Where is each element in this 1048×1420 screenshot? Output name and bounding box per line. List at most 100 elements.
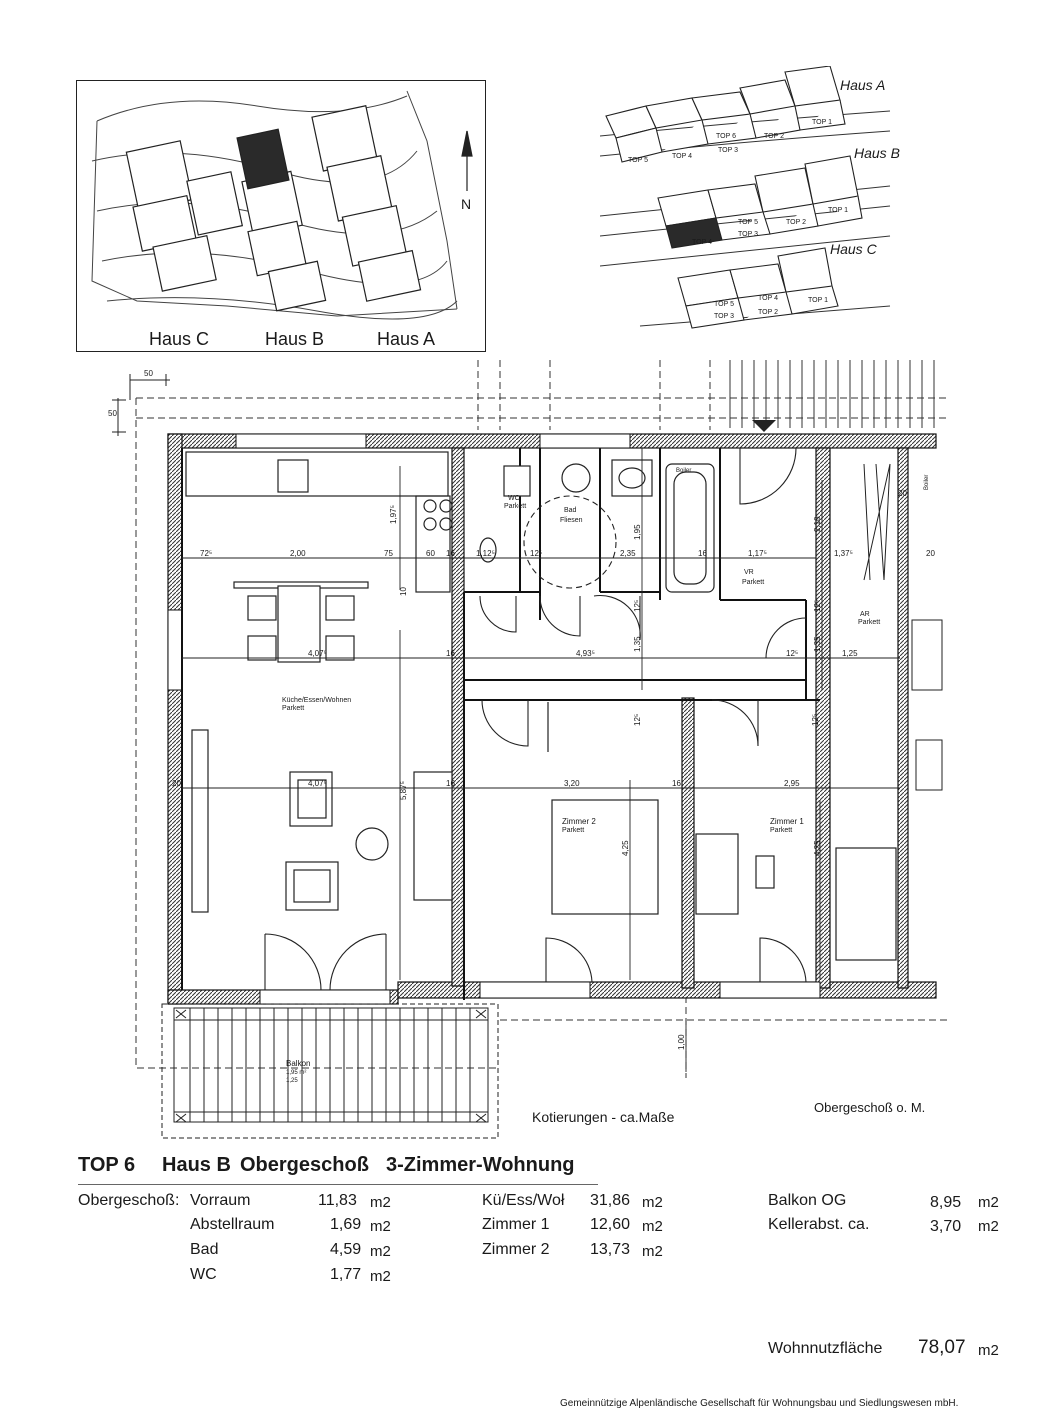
note-kotierungen: Kotierungen - ca.Maße [532,1109,675,1125]
heading-top: TOP 6 [78,1154,136,1176]
key-c-top5: TOP 5 [714,301,734,308]
room-bad-name: Bad [564,507,577,514]
apartment-heading: TOP 6 Haus B Obergeschoß 3-Zimmer-Wohnun… [78,1152,598,1185]
site-label-haus-b: Haus B [265,329,324,349]
area-col1-value-0: 11,83 [318,1192,357,1209]
area-col2-value-0: 31,86 [590,1192,631,1209]
area-col2-name-2: Zimmer 2 [482,1241,550,1258]
room-kueche-name: Küche/Essen/Wohnen [282,697,351,704]
dim-w-2: 2,35 [620,549,636,558]
dim-h-7: 12⁵ [813,600,822,612]
dim-h-0: 4,07⁵ [308,649,327,658]
dim-misc-1: 12⁵ [633,714,642,726]
floor-plan-drawing: 50 50 [108,360,948,1139]
site-plan: N Haus C Haus B Haus A [76,80,486,352]
area-col1-unit-3: m2 [370,1268,391,1285]
room-wc-name: WC [508,495,520,502]
dim-h-3: 12⁵ [786,649,798,658]
key-a-top3: TOP 3 [718,147,738,154]
dim-r-1: 5,87⁵ [399,781,408,800]
room-kueche-floor: Parkett [282,705,304,712]
area-col2-name-0: Kü/Ess/Woł [482,1192,565,1209]
key-plan: Haus A Haus B Haus C TOP 5 TOP 4 TOP 6 T… [599,65,900,356]
dim-w-10: 1,35 [633,636,642,652]
entrance-arrow [752,420,776,432]
boiler-2: Boiler [924,475,930,490]
area-col2-unit-0: m2 [642,1194,663,1211]
dim-w-9: 1,95 [633,524,642,540]
key-c-top4: TOP 4 [758,295,778,302]
dim-h-5: 1,25 [842,649,858,658]
room-zimmer2-floor: Parkett [562,827,584,834]
room-balkon-name: Balkon [286,1059,310,1068]
area-col1-name-2: Bad [190,1241,219,1258]
dim-w-7: 20 [898,489,907,498]
dim-k-5: 1,97⁵ [389,505,398,524]
area-col2-value-2: 13,73 [590,1241,631,1258]
area-col1-value-3: 1,77 [330,1266,362,1283]
dim-w-8: 20 [926,549,935,558]
area-col1-name-0: Vorraum [190,1192,251,1209]
dim-r-0: 4,07⁵ [308,779,327,788]
north-label: N [461,196,471,212]
dim-r-4: 2,95 [784,779,800,788]
area-col1-value-1: 1,69 [330,1216,362,1233]
dim-h-2: 4,93⁵ [576,649,595,658]
key-b-top1: TOP 1 [828,207,848,214]
total-area-name: Wohnnutzfläche [768,1340,883,1357]
dim-r-8: 20 [172,779,181,788]
area-col1-value-2: 4,59 [330,1241,362,1258]
area-col3-value-1: 3,70 [930,1218,962,1235]
key-label-haus-a: Haus A [840,77,885,93]
site-label-haus-c: Haus C [149,329,209,349]
area-col3-name-0: Balkon OG [768,1192,847,1209]
room-bad-floor: Fliesen [560,517,583,524]
balkon-sub-0: 1,95 m² [286,1070,306,1076]
room-wc-floor: Parkett [504,503,526,510]
dim-h-1: 16 [446,649,455,658]
dim-r-6: 4,25 [813,840,822,856]
room-zimmer2-name: Zimmer 2 [562,817,596,826]
heading-floor: Obergeschoß [240,1154,369,1176]
dim-h-4: 1,35 [813,636,822,652]
note-floor: Obergeschoß o. M. [814,1100,925,1115]
dim-setback-top: 50 [144,369,153,378]
room-vr-floor: Parkett [742,579,764,586]
area-col1-unit-1: m2 [370,1218,391,1235]
area-col3-unit-1: m2 [978,1218,999,1235]
total-area-value: 78,07 [918,1337,966,1358]
area-col1-name-3: WC [190,1266,217,1283]
highlighted-apartment [236,128,290,190]
area-col1-unit-0: m2 [370,1194,391,1211]
dim-k-3: 60 [426,549,435,558]
key-c-top3: TOP 3 [714,313,734,320]
key-label-haus-b: Haus B [854,145,900,161]
room-vr-name: VR [744,569,754,576]
key-plan-drawing: Haus A Haus B Haus C TOP 5 TOP 4 TOP 6 T… [599,65,900,329]
area-col1-name-1: Abstellraum [190,1216,275,1233]
dim-r-5: 4,25 [621,840,630,856]
dim-r-7: 16 [446,779,455,788]
dim-k-0: 72⁵ [200,549,212,558]
key-c-top1: TOP 1 [808,297,828,304]
area-col2-name-1: Zimmer 1 [482,1216,550,1233]
key-a-top2: TOP 2 [764,133,784,140]
room-zimmer1-name: Zimmer 1 [770,817,804,826]
company-footer: Gemeinnützige Alpenländische Gesellschaf… [560,1398,959,1409]
dim-h-6: 10 [399,587,408,596]
key-b-top5: TOP 5 [738,219,758,226]
key-a-top1: TOP 1 [812,119,832,126]
dim-setback-left: 50 [108,409,117,418]
area-col2-value-1: 12,60 [590,1216,631,1233]
room-ar-floor: Parkett [858,619,880,626]
dim-w-0: 1,12⁵ [476,549,495,558]
room-ar-name: AR [860,611,870,618]
dim-r-3: 16 [672,779,681,788]
total-area-unit: m2 [978,1342,999,1359]
area-col1-unit-2: m2 [370,1243,391,1260]
balkon-sub-1: 1,25 [286,1078,298,1084]
key-a-top6: TOP 6 [716,133,736,140]
dim-w-1: 12⁵ [530,549,542,558]
key-b-top2: TOP 2 [786,219,806,226]
room-zimmer1-floor: Parkett [770,827,792,834]
